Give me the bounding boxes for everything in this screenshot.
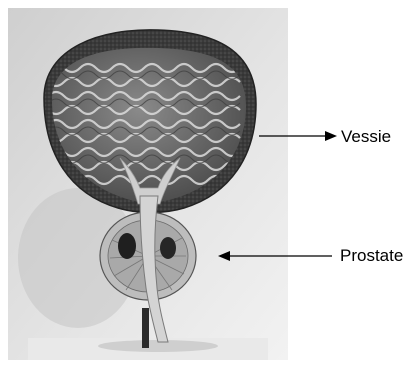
anatomical-model-photo — [8, 8, 288, 360]
prostate-label: Prostate — [340, 247, 403, 264]
prostate-arrow — [218, 250, 332, 262]
vessie-arrow — [259, 130, 337, 142]
vessie-label: Vessie — [341, 128, 391, 145]
